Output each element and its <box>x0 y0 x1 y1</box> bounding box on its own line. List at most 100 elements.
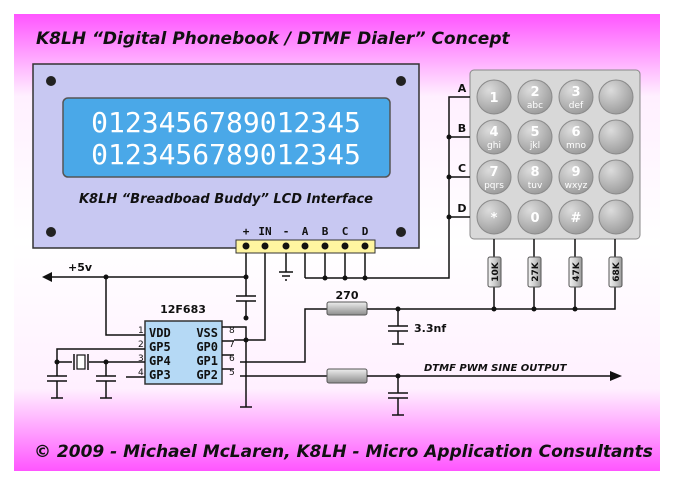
crystal <box>76 354 86 370</box>
mcu-pin-number: 2 <box>138 340 144 350</box>
keypad-key-label: 3 <box>571 85 580 100</box>
keypad-key-label: 2 <box>530 85 539 100</box>
keypad-row-label: A <box>458 82 467 95</box>
keypad-column-resistors: 10K 27K 47K 68K <box>398 239 623 312</box>
keypad-key-label: 0 <box>530 211 539 226</box>
mcu-pin-number: 7 <box>229 340 235 350</box>
lcd-caption: K8LH “Breadboad Buddy” LCD Interface <box>79 192 373 207</box>
output-arrow <box>610 371 622 381</box>
mcu-pin-label: GP2 <box>196 368 218 382</box>
connector-pin-label: + <box>243 225 250 238</box>
keypad-key-label: * <box>491 211 498 226</box>
keypad-key <box>517 199 553 235</box>
lcd-mount-hole <box>46 227 56 237</box>
keypad-key <box>558 199 594 235</box>
cap-label: 3.3nf <box>414 322 446 335</box>
keypad-key-label: 9 <box>571 165 580 180</box>
keypad-key <box>517 159 553 195</box>
mcu-pin-label: VSS <box>196 326 218 340</box>
resistor-68k <box>608 256 623 288</box>
keypad-row-label: D <box>457 202 466 215</box>
keypad-key-label: 1 <box>489 91 498 106</box>
keypad-key-label: 6 <box>571 125 580 140</box>
mcu-pin-number: 1 <box>138 326 144 336</box>
resistor-label: 47K <box>572 261 582 282</box>
output-line: DTMF PWM SINE OUTPUT <box>326 363 622 416</box>
resistor-47k <box>568 256 583 288</box>
keypad-key-letters: jkl <box>529 141 540 151</box>
mcu-pin-label: GP3 <box>149 368 171 382</box>
connector-pin-label: A <box>302 225 309 238</box>
resistor-27k <box>527 256 542 288</box>
keypad-key-label: 4 <box>489 125 498 140</box>
mcu-12f683: 12F683 VDD GP5 GP4 GP3 VSS GP0 GP1 GP2 1… <box>138 303 235 385</box>
keypad-key-letters: wxyz <box>565 181 588 191</box>
keypad-key <box>598 119 634 155</box>
lcd-line-2: 0123456789012345 <box>91 138 361 171</box>
keypad-key-letters: abc <box>527 101 543 111</box>
mcu-pin-label: GP4 <box>149 354 171 368</box>
keypad-key-letters: ghi <box>487 141 501 151</box>
mcu-body <box>144 320 223 385</box>
mcu-pin-number: 3 <box>138 354 144 364</box>
keypad-key <box>476 199 512 235</box>
filter-network: 270 3.3nf <box>326 289 446 345</box>
lcd-mount-hole <box>396 76 406 86</box>
keypad-key-letters: pqrs <box>484 181 504 191</box>
keypad-key <box>517 79 553 115</box>
lcd-connector: + IN - A B C D <box>235 225 376 254</box>
keypad-key <box>476 159 512 195</box>
resistor-270-label: 270 <box>336 289 359 302</box>
supply-arrow <box>42 272 52 282</box>
keypad-row-lines: A B C D <box>305 82 470 279</box>
keypad-key <box>558 79 594 115</box>
keypad-key <box>476 79 512 115</box>
keypad-key <box>476 119 512 155</box>
keypad-key <box>558 159 594 195</box>
output-resistor <box>326 368 368 384</box>
keypad-key <box>517 119 553 155</box>
mcu-pin-number: 8 <box>229 326 235 336</box>
output-label: DTMF PWM SINE OUTPUT <box>424 363 568 374</box>
supply-label: +5v <box>68 261 93 274</box>
keypad <box>469 69 641 240</box>
keypad-key-label: 5 <box>530 125 539 140</box>
lcd-line-1: 0123456789012345 <box>91 106 361 139</box>
mcu-wiring <box>47 277 327 408</box>
connector-pin-label: - <box>283 225 290 238</box>
resistor-label: 68K <box>612 261 622 282</box>
keypad-body <box>469 69 641 240</box>
resistor-270 <box>326 301 368 316</box>
lcd-module: 0123456789012345 0123456789012345 K8LH “… <box>32 63 420 249</box>
mcu-name: 12F683 <box>160 303 206 316</box>
connector-pin-label: D <box>362 225 369 238</box>
resistor-label: 27K <box>531 261 541 282</box>
keypad-key-letters: tuv <box>528 181 543 191</box>
ground-symbol <box>279 253 293 281</box>
mcu-pin-number: 6 <box>229 354 235 364</box>
keypad-key-label: 8 <box>530 165 539 180</box>
lcd-screen <box>62 97 391 178</box>
mcu-pin-label: VDD <box>149 326 171 340</box>
keypad-key <box>598 199 634 235</box>
keypad-key-letters: def <box>569 101 584 111</box>
mcu-pin-number: 4 <box>138 368 144 378</box>
keypad-key-label: # <box>571 211 582 226</box>
keypad-row-label: C <box>458 162 466 175</box>
lcd-mount-hole <box>396 227 406 237</box>
resistor-10k <box>487 256 502 288</box>
mcu-pin-label: GP0 <box>196 340 218 354</box>
mcu-pin-number: 5 <box>229 368 235 378</box>
keypad-row-label: B <box>458 122 466 135</box>
connector-pin-label: IN <box>258 225 271 238</box>
keypad-key <box>558 119 594 155</box>
connector-pin-label: C <box>342 225 349 238</box>
mcu-pin-label: GP5 <box>149 340 171 354</box>
connector-pin-label: B <box>322 225 329 238</box>
diagram-title: K8LH “Digital Phonebook / DTMF Dialer” C… <box>36 29 510 49</box>
footer-credit: © 2009 - Michael McLaren, K8LH - Micro A… <box>34 442 653 462</box>
keypad-key <box>598 159 634 195</box>
keypad-key-label: 7 <box>489 165 498 180</box>
